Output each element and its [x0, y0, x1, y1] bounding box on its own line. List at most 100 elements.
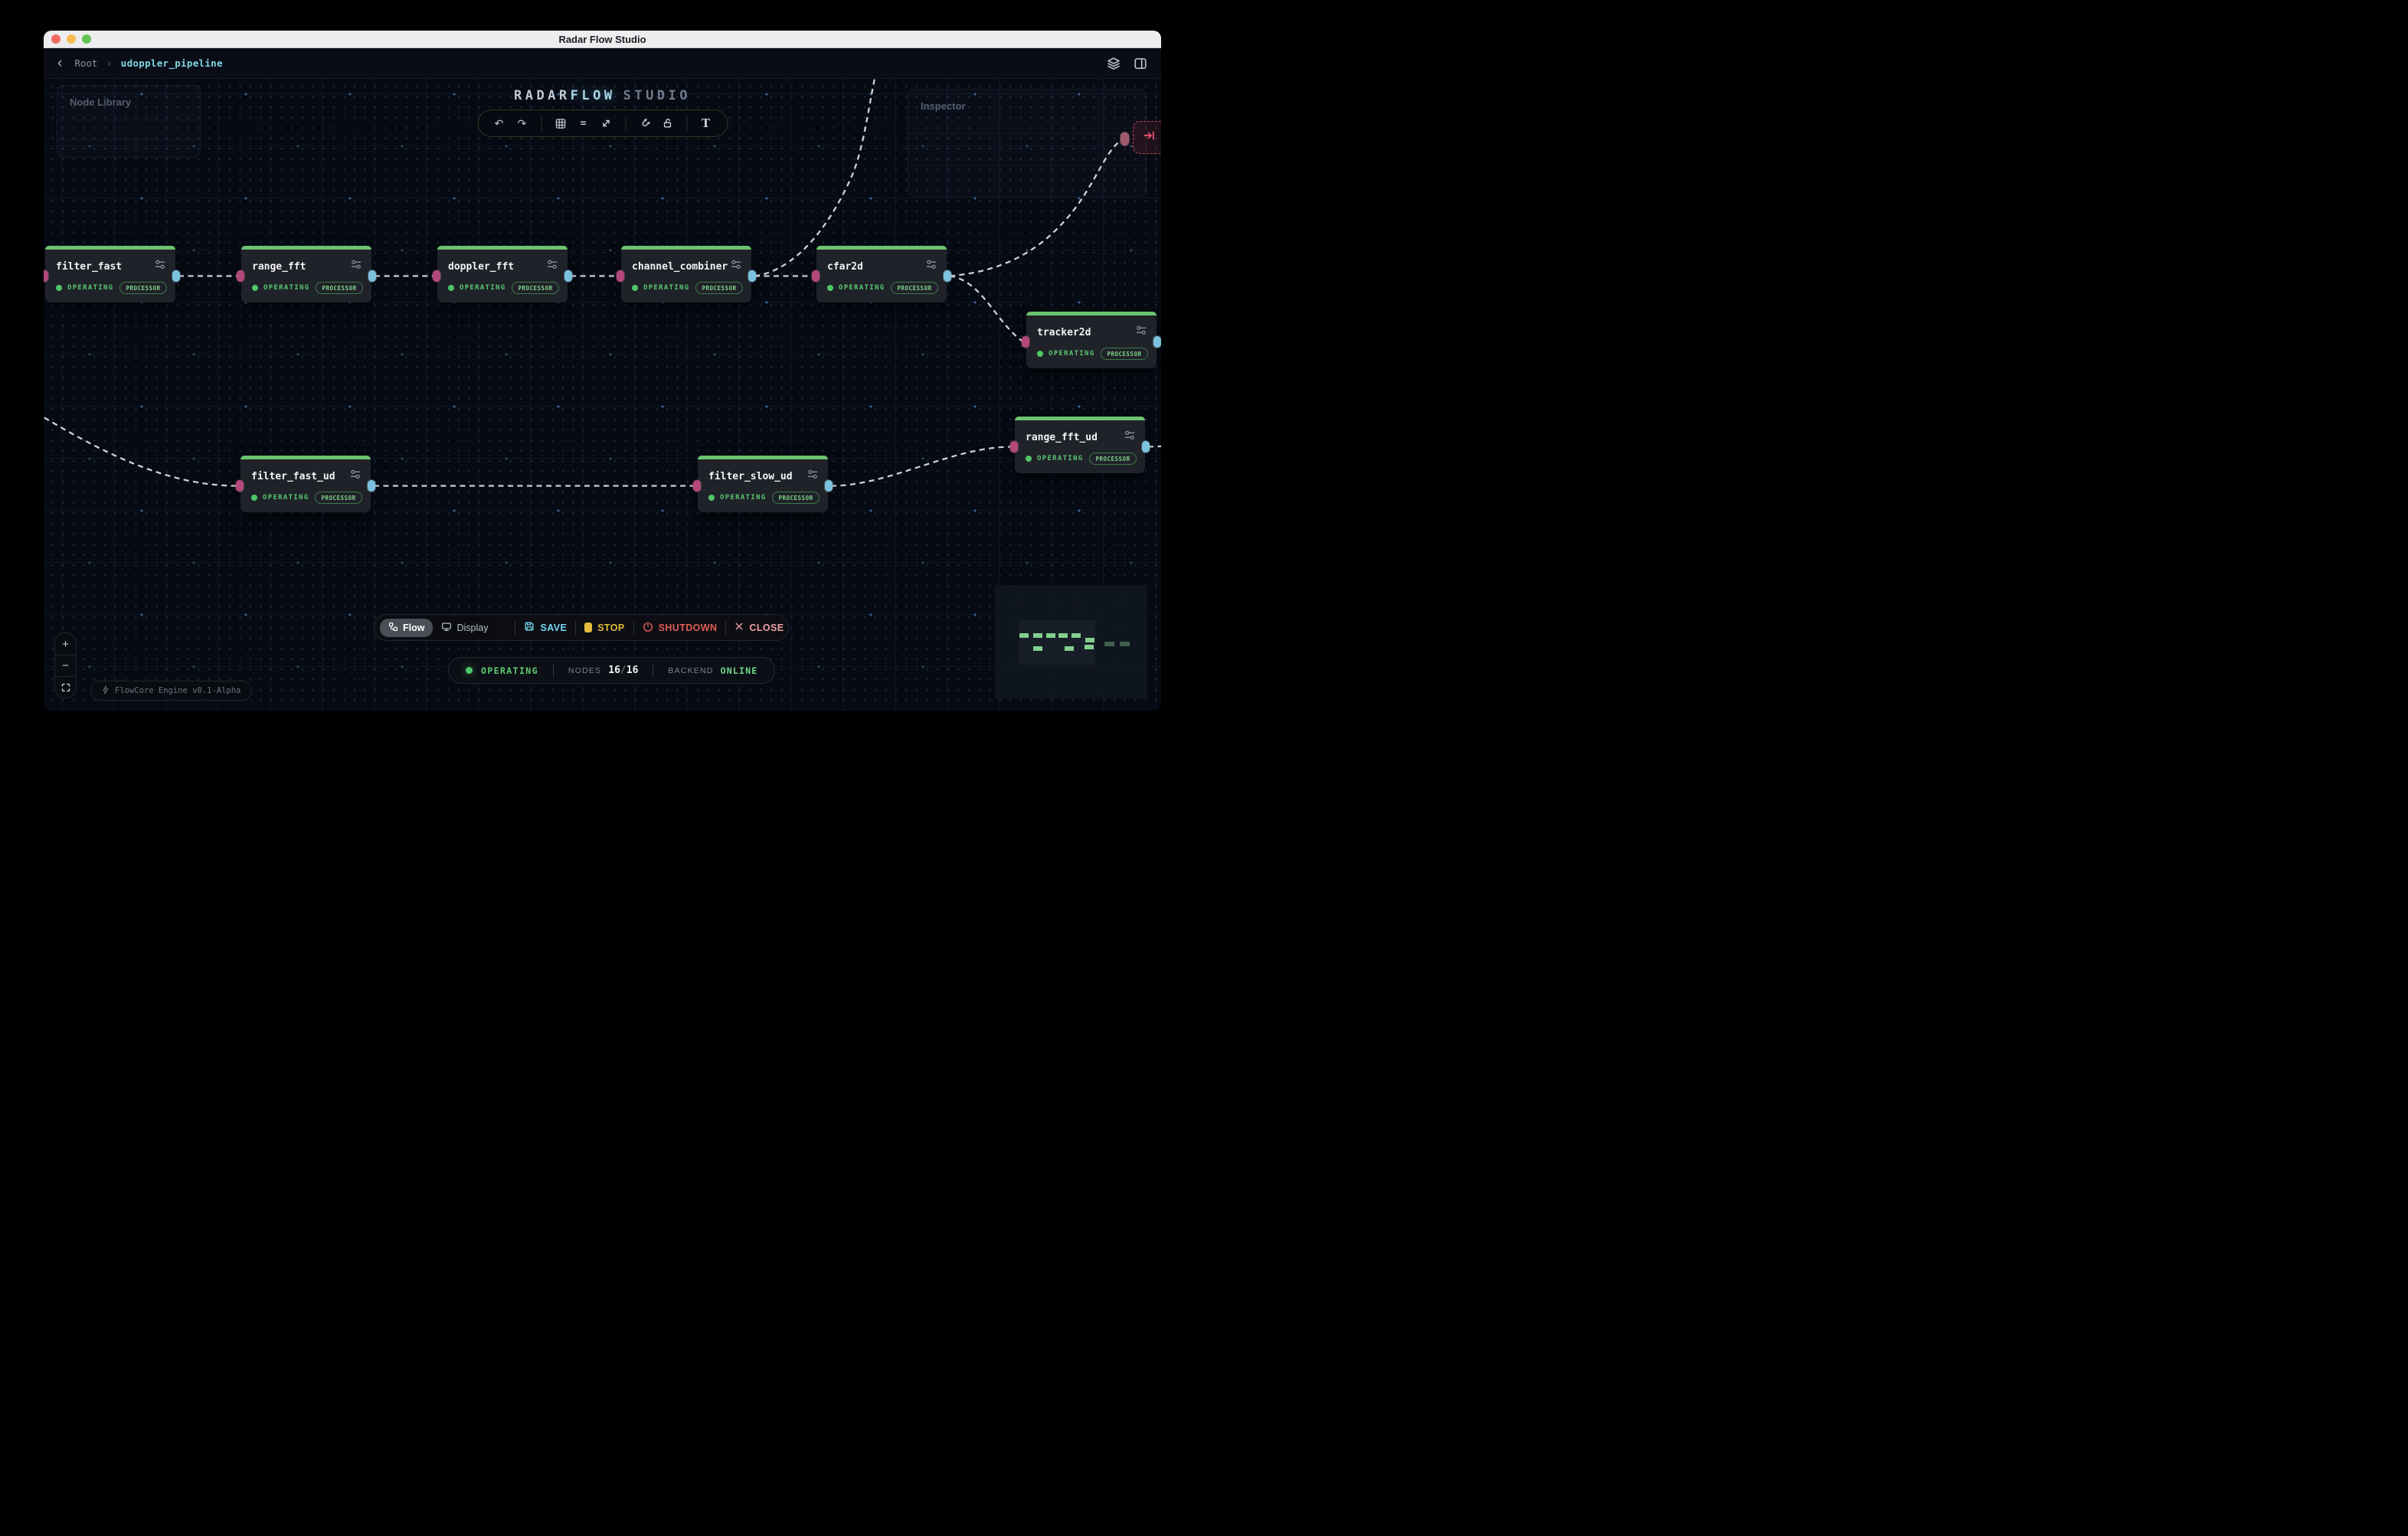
- node-status-text: OPERATING: [67, 284, 114, 292]
- sink-input-port[interactable]: [1121, 132, 1129, 145]
- stop-button[interactable]: STOP: [584, 623, 624, 633]
- node-status-dot: [56, 285, 62, 291]
- toolbar-divider: [575, 620, 577, 635]
- input-port[interactable]: [1010, 441, 1018, 453]
- tab-flow[interactable]: Flow: [380, 618, 434, 637]
- zoom-in-button[interactable]: +: [62, 637, 69, 651]
- zoom-window-button[interactable]: [82, 34, 91, 44]
- toolbar-divider: [625, 116, 626, 131]
- input-port[interactable]: [693, 480, 701, 492]
- breadcrumb-current: udoppler_pipeline: [120, 57, 223, 69]
- close-label: CLOSE: [749, 622, 784, 633]
- node-type-badge: PROCESSOR: [1101, 348, 1148, 360]
- node-type-badge: PROCESSOR: [891, 282, 938, 294]
- inspector-row: [908, 133, 1146, 134]
- output-port[interactable]: [368, 480, 375, 492]
- node-title: doppler_fft: [448, 260, 515, 273]
- node-title: filter_fast: [56, 260, 123, 273]
- node-settings-icon[interactable]: [1135, 325, 1147, 340]
- minimize-window-button[interactable]: [67, 34, 76, 44]
- output-port[interactable]: [1142, 441, 1150, 453]
- output-port[interactable]: [564, 270, 572, 282]
- fit-view-button[interactable]: [55, 676, 76, 698]
- input-port[interactable]: [236, 480, 244, 492]
- node-status-dot: [252, 285, 258, 291]
- node-status-bar: [241, 246, 371, 250]
- inspector-row: [908, 165, 1146, 166]
- node-status-bar: [1015, 417, 1145, 420]
- breadcrumb-root[interactable]: Root: [74, 57, 98, 69]
- grid-icon[interactable]: [554, 117, 567, 130]
- close-button[interactable]: CLOSE: [735, 622, 784, 633]
- redo-icon[interactable]: ↷: [517, 116, 527, 129]
- input-port[interactable]: [617, 270, 624, 282]
- magnet-icon[interactable]: [638, 117, 651, 130]
- node-settings-icon[interactable]: [806, 469, 819, 484]
- minimap-viewport[interactable]: [1019, 620, 1095, 665]
- save-label: SAVE: [540, 622, 568, 633]
- minimap-node: [1085, 645, 1094, 649]
- node-settings-icon[interactable]: [154, 259, 166, 274]
- node-type-badge: PROCESSOR: [512, 282, 559, 294]
- input-port[interactable]: [1022, 336, 1029, 348]
- input-port[interactable]: [44, 270, 48, 282]
- input-port[interactable]: [237, 270, 244, 282]
- output-port[interactable]: [944, 270, 951, 282]
- minimap-node: [1046, 633, 1055, 638]
- minimap-node: [1033, 646, 1042, 651]
- close-window-button[interactable]: [51, 34, 61, 44]
- tab-display[interactable]: Display: [433, 619, 496, 637]
- lock-open-icon[interactable]: [661, 117, 674, 130]
- output-port[interactable]: [825, 480, 833, 492]
- output-port[interactable]: [748, 270, 756, 282]
- node-settings-icon[interactable]: [925, 259, 937, 274]
- text-tool-icon[interactable]: T: [701, 116, 711, 130]
- action-toolbar: Flow Display: [374, 614, 790, 641]
- node-status-dot: [632, 285, 638, 291]
- node-library-title: Node Library: [70, 96, 132, 108]
- input-port[interactable]: [433, 270, 440, 282]
- minimap-node: [1120, 642, 1130, 646]
- node-settings-icon[interactable]: [1124, 430, 1136, 445]
- minimap-node: [1033, 633, 1042, 638]
- window-title: Radar Flow Studio: [558, 33, 646, 45]
- backend-label: BACKEND: [668, 665, 714, 675]
- stop-label: STOP: [597, 622, 625, 633]
- node-status-text: OPERATING: [460, 284, 506, 292]
- save-button[interactable]: SAVE: [524, 621, 567, 634]
- node-type-badge: PROCESSOR: [316, 282, 363, 294]
- status-dot: [466, 667, 473, 674]
- undo-icon[interactable]: ↶: [494, 116, 504, 129]
- minimap[interactable]: [995, 585, 1147, 699]
- node-status-text: OPERATING: [263, 494, 309, 502]
- collapsed-output-node[interactable]: [1121, 121, 1161, 154]
- layers-icon[interactable]: [1107, 57, 1121, 70]
- zoom-out-button[interactable]: −: [55, 655, 76, 676]
- output-port[interactable]: [368, 270, 376, 282]
- minimap-node: [1104, 642, 1114, 646]
- node-settings-icon[interactable]: [730, 259, 742, 274]
- expand-icon[interactable]: [600, 117, 613, 130]
- align-icon[interactable]: =: [580, 117, 587, 129]
- output-port[interactable]: [172, 270, 180, 282]
- output-port[interactable]: [1153, 336, 1161, 348]
- node-settings-icon[interactable]: [546, 259, 558, 274]
- input-port[interactable]: [812, 270, 820, 282]
- node-title: filter_slow_ud: [708, 470, 793, 482]
- node-title: tracker2d: [1037, 326, 1091, 338]
- node-settings-icon[interactable]: [350, 259, 362, 274]
- back-chevron-icon[interactable]: ‹: [57, 55, 63, 71]
- node-settings-icon[interactable]: [349, 469, 362, 484]
- split-panel-icon[interactable]: [1134, 57, 1147, 70]
- shutdown-button[interactable]: SHUTDOWN: [643, 621, 718, 634]
